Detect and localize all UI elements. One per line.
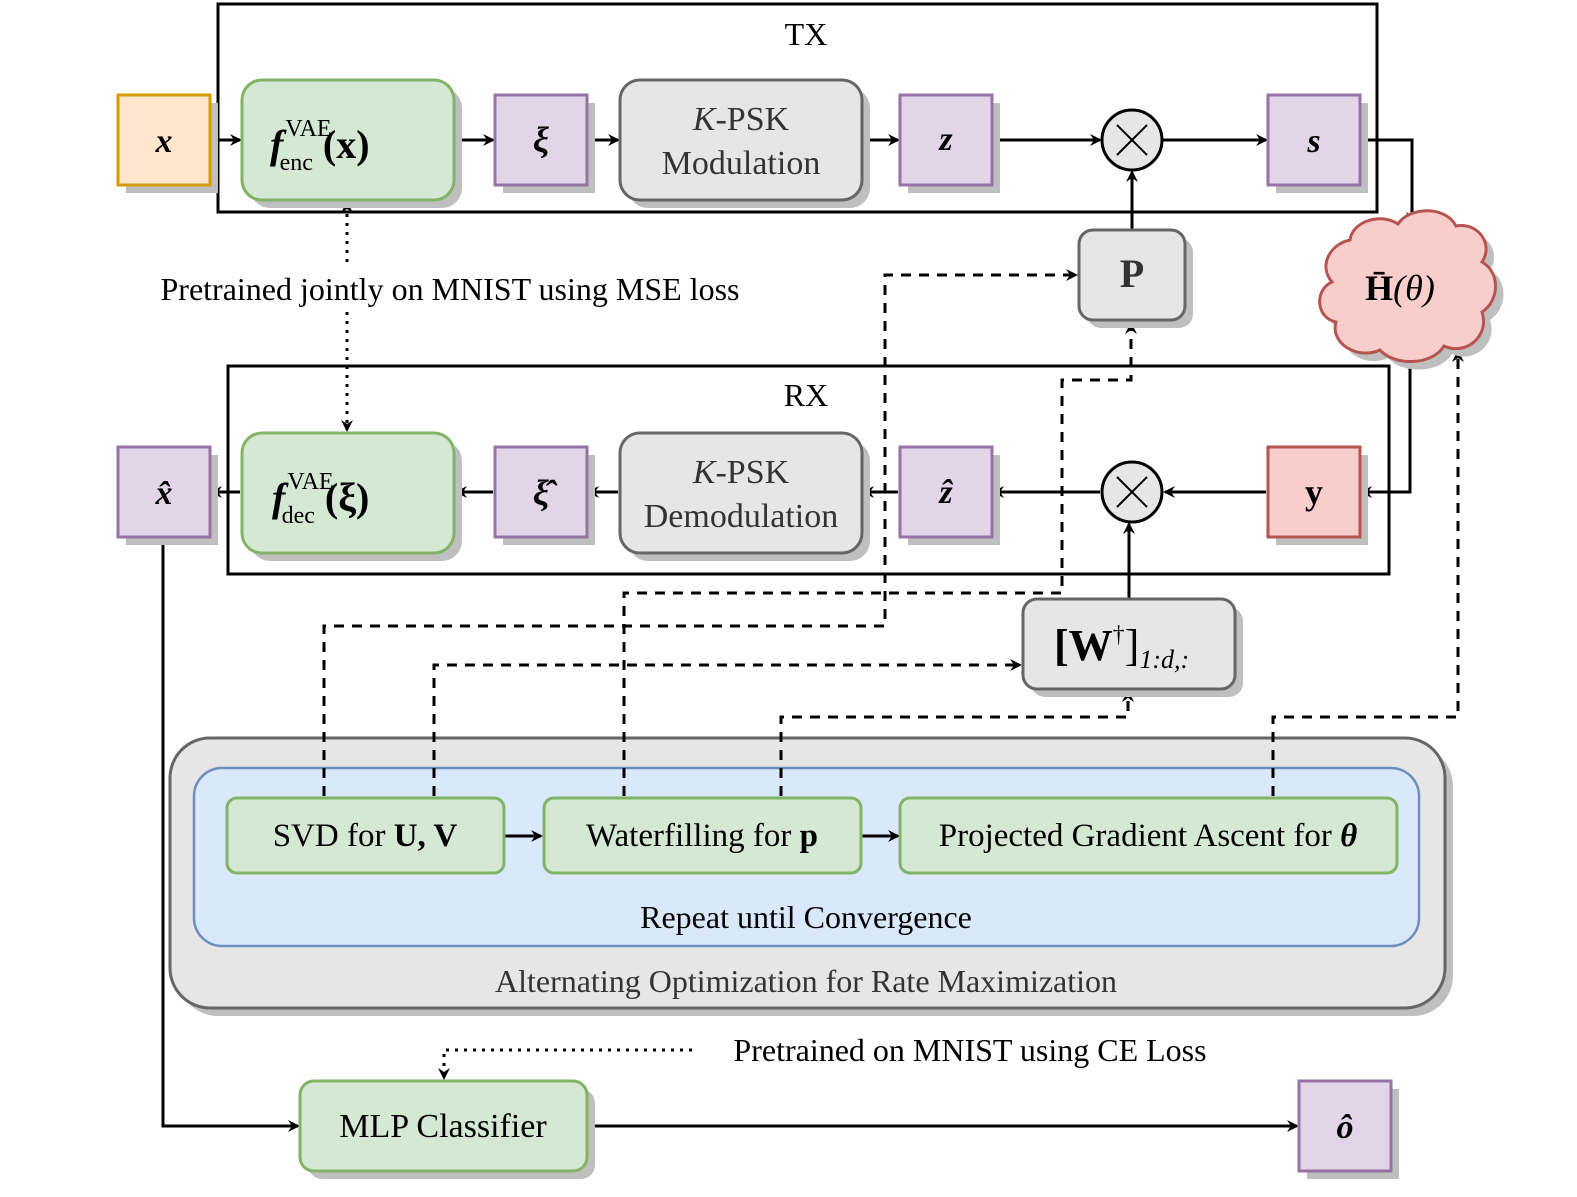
note-ce: Pretrained on MNIST using CE Loss: [733, 1032, 1206, 1068]
s-label: s: [1306, 123, 1320, 160]
x-hat-block: x̂: [116, 445, 218, 545]
combiner-label: [W†]1:d,:: [1054, 621, 1189, 674]
pga-step: Projected Gradient Ascent for θ: [898, 796, 1399, 875]
channel-label: H̄(θ): [1365, 268, 1435, 308]
note-mse: Pretrained jointly on MNIST using MSE lo…: [161, 271, 740, 307]
o-hat-block: ô: [1297, 1079, 1399, 1179]
modulation-line1: K-PSK: [692, 101, 790, 138]
multiply-icon: [1116, 476, 1148, 508]
z-hat-block: ẑ: [898, 445, 1000, 545]
svd-step-label: SVD for U, V: [273, 818, 458, 854]
y-block: y: [1266, 445, 1368, 545]
y-label: y: [1305, 472, 1323, 512]
demodulation-line2: Demodulation: [644, 498, 839, 535]
s-block: s: [1266, 93, 1368, 193]
waterfilling-step: Waterfilling for p: [542, 796, 863, 875]
precoder-block: P: [1077, 228, 1193, 328]
psk-demodulation-block: K-PSK Demodulation: [618, 431, 870, 561]
z-hat-label: ẑ: [938, 474, 953, 511]
mlp-classifier-block: MLP Classifier: [298, 1079, 595, 1179]
input-x-label: x: [155, 123, 173, 160]
dashed-svd-to-combiner: [432, 659, 1022, 796]
dashed-waterfilling-to-precoder: [622, 322, 1137, 796]
multiply-icon: [1116, 124, 1148, 156]
modulation-line2: Modulation: [662, 145, 821, 182]
channel-cloud: H̄(θ): [1318, 209, 1504, 370]
z-label: z: [938, 121, 953, 158]
z-block: z: [898, 93, 1000, 193]
psk-modulation-block: K-PSK Modulation: [618, 78, 870, 208]
rx-title: RX: [784, 377, 828, 413]
rx-frame: [226, 364, 1391, 576]
tx-title: TX: [785, 16, 828, 52]
precoder-label: P: [1120, 251, 1144, 296]
pga-step-label: Projected Gradient Ascent for θ: [939, 818, 1358, 854]
xi-hat-block: ξ̂: [493, 445, 595, 545]
x-hat-label: x̂: [155, 475, 173, 512]
arrow-xhat-to-classifier: [161, 540, 300, 1132]
o-hat-label: ô: [1337, 1109, 1354, 1146]
dotted-pretrain-classifier: [438, 1048, 692, 1080]
waterfilling-step-label: Waterfilling for p: [586, 818, 818, 854]
optimization-label: Alternating Optimization for Rate Maximi…: [495, 963, 1117, 999]
input-x-block: x: [116, 93, 218, 193]
dashed-svd-to-precoder: [322, 269, 1078, 796]
convergence-label: Repeat until Convergence: [640, 899, 972, 935]
tx-multiply-node: [1100, 108, 1164, 172]
arrow-channel-to-y: [1360, 366, 1412, 498]
dashed-pga-to-channel: [1271, 350, 1464, 796]
combiner-block: [W†]1:d,:: [1021, 597, 1243, 697]
arrow-s-to-channel: [1360, 138, 1418, 224]
classifier-label: MLP Classifier: [339, 1108, 547, 1145]
xi-block: ξ: [493, 93, 595, 193]
dashed-waterfilling-to-combiner: [779, 690, 1134, 796]
demodulation-line1: K-PSK: [692, 454, 790, 491]
svd-step: SVD for U, V: [225, 796, 506, 875]
xi-label: ξ: [533, 120, 549, 160]
rx-multiply-node: [1100, 460, 1164, 524]
